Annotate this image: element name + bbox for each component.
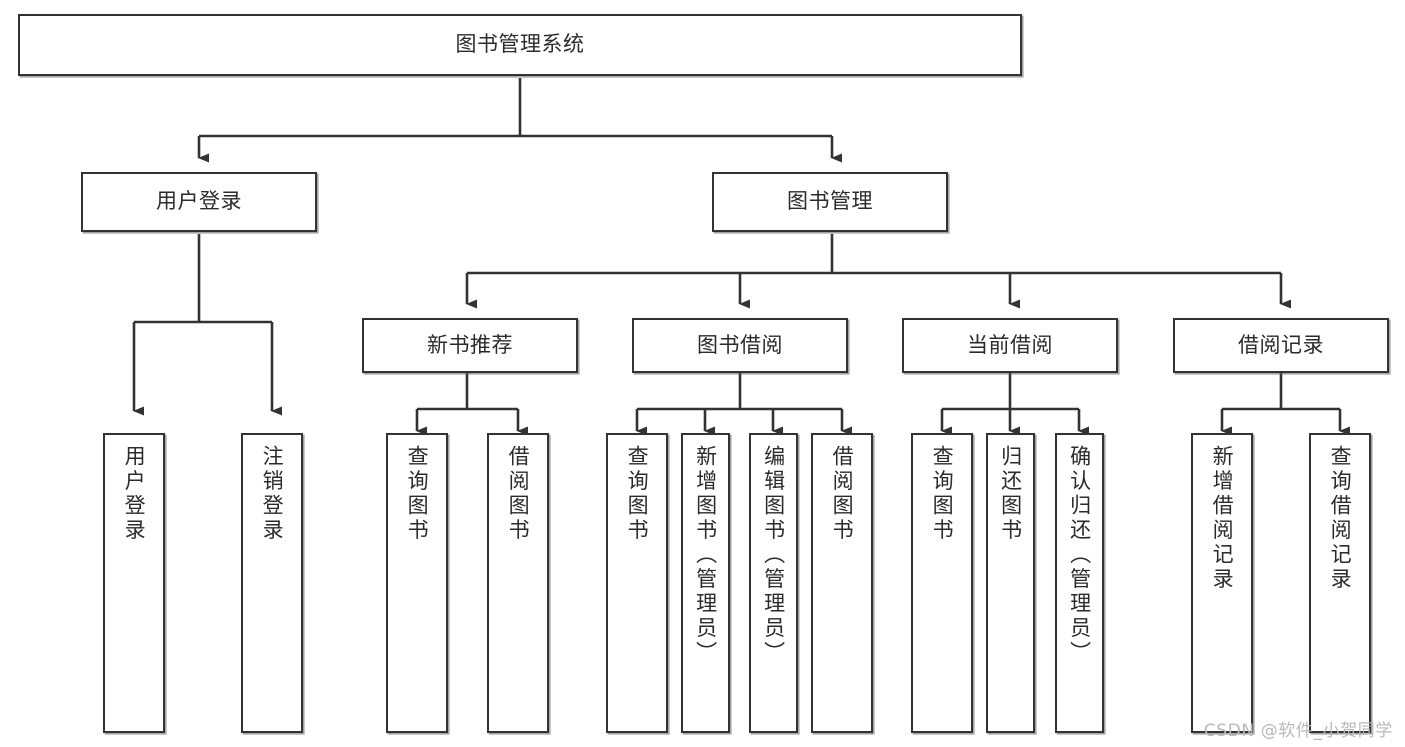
node-borrow-record-label: 借阅记录 (1238, 332, 1324, 357)
node-book-borrow-label: 图书借阅 (697, 332, 783, 357)
node-leaf-query-book-3-label: 查询图书 (930, 445, 955, 543)
node-leaf-edit-book[interactable]: 编辑图书（管理员） (749, 433, 798, 733)
node-book-management[interactable]: 图书管理 (712, 172, 948, 232)
node-leaf-borrow-book-1-label: 借阅图书 (506, 445, 531, 543)
node-leaf-confirm-return-label: 确认归还（管理员） (1067, 445, 1092, 666)
node-leaf-query-book-1[interactable]: 查询图书 (386, 433, 448, 733)
node-leaf-query-book-2-label: 查询图书 (625, 445, 650, 543)
node-root-label: 图书管理系统 (455, 32, 585, 57)
node-root[interactable]: 图书管理系统 (18, 14, 1022, 76)
csdn-watermark: CSDN @软件_小贺同学 (1203, 721, 1393, 741)
node-new-book-recommend-label: 新书推荐 (427, 332, 513, 357)
node-leaf-user-login-label: 用户登录 (122, 445, 147, 543)
node-leaf-edit-book-label: 编辑图书（管理员） (761, 445, 786, 666)
node-leaf-borrow-book-1[interactable]: 借阅图书 (487, 433, 549, 733)
node-current-borrow[interactable]: 当前借阅 (902, 318, 1118, 373)
node-user-login-label: 用户登录 (156, 189, 242, 214)
node-leaf-query-book-2[interactable]: 查询图书 (606, 433, 668, 733)
node-leaf-query-record[interactable]: 查询借阅记录 (1309, 433, 1371, 733)
node-leaf-return-book-label: 归还图书 (998, 445, 1023, 543)
node-user-login[interactable]: 用户登录 (81, 172, 317, 232)
node-leaf-add-book[interactable]: 新增图书（管理员） (681, 433, 730, 733)
node-leaf-borrow-book-2[interactable]: 借阅图书 (811, 433, 873, 733)
node-leaf-add-record-label: 新增借阅记录 (1210, 445, 1235, 592)
node-leaf-query-book-1-label: 查询图书 (405, 445, 430, 543)
node-leaf-borrow-book-2-label: 借阅图书 (830, 445, 855, 543)
node-new-book-recommend[interactable]: 新书推荐 (362, 318, 578, 373)
node-leaf-confirm-return[interactable]: 确认归还（管理员） (1055, 433, 1104, 733)
node-leaf-add-book-label: 新增图书（管理员） (693, 445, 718, 666)
node-leaf-logout[interactable]: 注销登录 (241, 433, 303, 733)
node-book-borrow[interactable]: 图书借阅 (632, 318, 848, 373)
node-leaf-return-book[interactable]: 归还图书 (986, 433, 1035, 733)
node-book-management-label: 图书管理 (787, 189, 873, 214)
node-leaf-query-record-label: 查询借阅记录 (1328, 445, 1353, 592)
node-leaf-user-login[interactable]: 用户登录 (103, 433, 165, 733)
node-leaf-add-record[interactable]: 新增借阅记录 (1191, 433, 1253, 733)
node-leaf-query-book-3[interactable]: 查询图书 (911, 433, 973, 733)
node-leaf-logout-label: 注销登录 (260, 445, 285, 543)
node-current-borrow-label: 当前借阅 (967, 332, 1053, 357)
node-borrow-record[interactable]: 借阅记录 (1173, 318, 1389, 373)
